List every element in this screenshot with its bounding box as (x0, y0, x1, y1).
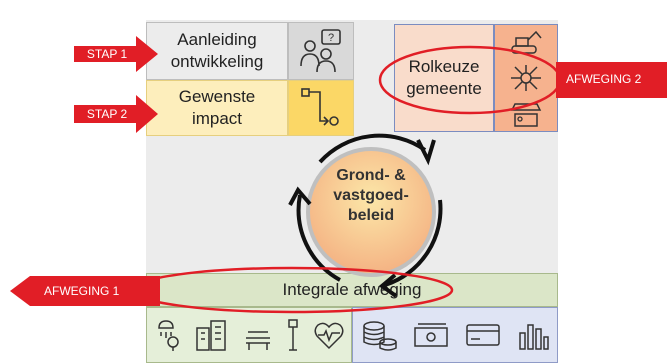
heart-pulse-icon (314, 322, 344, 350)
coins-icon (363, 321, 397, 351)
rain-tree-icon (158, 320, 180, 351)
market-stall-icon (510, 102, 542, 127)
cycle-arrowhead-top (416, 139, 436, 166)
impact-icon-cell (288, 80, 354, 136)
afweging-1-tag (10, 276, 160, 306)
flow-path-icon (301, 88, 339, 126)
cycle-arrow-right (384, 199, 443, 287)
aanleiding-icon-cell: ? (288, 22, 354, 80)
integrale-afweging-box: Integrale afweging (146, 273, 558, 307)
network-hands-icon (511, 64, 541, 91)
center-label-line-3: beleid (347, 207, 395, 224)
banknote-icon (414, 323, 448, 347)
rolkeuze-label: Rolkeuze gemeente (406, 57, 482, 98)
people-question-icon: ? (300, 29, 341, 73)
rolkeuze-icon-cell (494, 24, 558, 132)
afweging-2-ellipse (378, 45, 562, 115)
park-bench-icon (245, 331, 270, 350)
bar-chart-icon (519, 324, 549, 350)
cycle-arrowhead-right (378, 273, 398, 298)
stap-2-label: STAP 2 (86, 107, 128, 121)
cycle-arrowhead-left (288, 186, 312, 206)
aanleiding-label: Aanleiding ontwikkeling (170, 30, 264, 71)
cycle-arrow-top (318, 133, 427, 164)
center-circle (306, 147, 436, 277)
center-label-line-2: vastgoed- (333, 187, 409, 204)
afweging-1-label: AFWEGING 1 (44, 284, 120, 298)
cycle-arrow-left (296, 194, 341, 282)
svg-text:?: ? (328, 32, 334, 44)
buildings-icon (196, 320, 226, 351)
impact-box: Gewenste impact (146, 80, 288, 136)
afweging-2-tag (556, 62, 667, 98)
center-label-line-1: Grond- & (336, 167, 406, 184)
impact-label: Gewenste impact (178, 87, 256, 128)
stap-1-arrow (74, 36, 158, 72)
afweging-2-label: AFWEGING 2 (566, 72, 642, 86)
afweging-1-ellipse (130, 266, 454, 314)
center-label: Grond- & vastgoed- beleid (306, 166, 436, 226)
stap-2-arrow (74, 95, 158, 133)
lamp-icon (288, 319, 298, 351)
card-icon (466, 324, 500, 346)
stap-1-label: STAP 1 (86, 47, 128, 61)
aanleiding-box: Aanleiding ontwikkeling (146, 22, 288, 80)
